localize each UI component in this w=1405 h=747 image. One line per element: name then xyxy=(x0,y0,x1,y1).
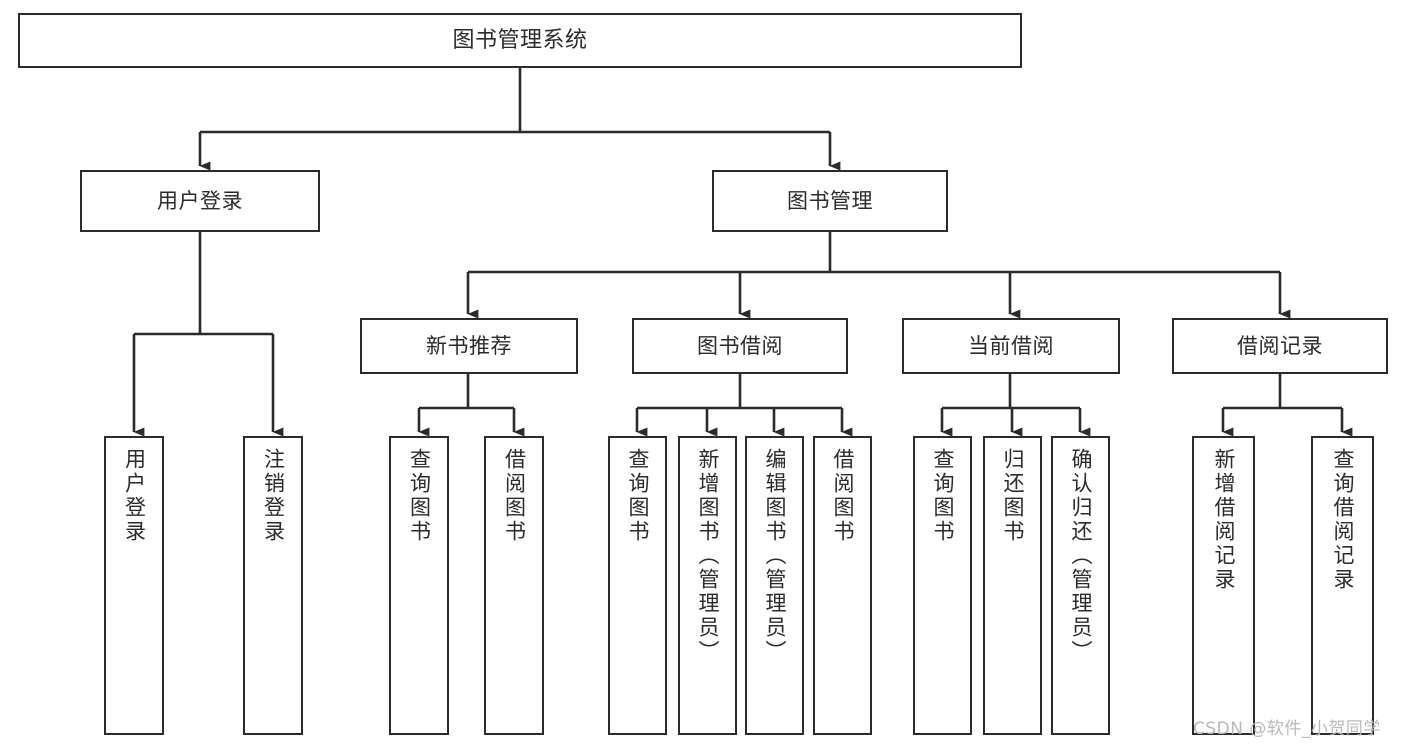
leaf-query-borrow-record-label: 查询借阅记录 xyxy=(1331,448,1355,592)
leaf-add-borrow-record[interactable]: 新增借阅记录 xyxy=(1192,436,1255,735)
leaf-edit-book-admin-label: 编辑图书（管理员） xyxy=(763,448,787,664)
leaf-query-borrow-record[interactable]: 查询借阅记录 xyxy=(1311,436,1374,735)
leaf-query-book-borrow[interactable]: 查询图书 xyxy=(608,436,667,735)
leaf-return-book[interactable]: 归还图书 xyxy=(983,436,1042,735)
leaf-borrow-book-recommend[interactable]: 借阅图书 xyxy=(484,436,544,735)
node-root-label: 图书管理系统 xyxy=(452,27,588,53)
node-book-manage[interactable]: 图书管理 xyxy=(712,170,948,232)
leaf-query-book-borrow-label: 查询图书 xyxy=(626,448,650,544)
leaf-user-login-label: 用户登录 xyxy=(122,448,147,544)
node-borrow-record[interactable]: 借阅记录 xyxy=(1172,318,1388,374)
leaf-user-login[interactable]: 用户登录 xyxy=(104,436,164,735)
leaf-add-book-admin[interactable]: 新增图书（管理员） xyxy=(678,436,737,735)
node-current-borrow-label: 当前借阅 xyxy=(968,333,1054,358)
node-book-manage-label: 图书管理 xyxy=(787,188,873,213)
node-book-borrow[interactable]: 图书借阅 xyxy=(632,318,848,374)
node-book-borrow-label: 图书借阅 xyxy=(697,333,783,358)
node-new-book-recommend[interactable]: 新书推荐 xyxy=(360,318,578,374)
leaf-add-book-admin-label: 新增图书（管理员） xyxy=(696,448,720,664)
leaf-confirm-return-admin-label: 确认归还（管理员） xyxy=(1069,448,1093,664)
leaf-query-book-recommend[interactable]: 查询图书 xyxy=(389,436,449,735)
leaf-query-book-recommend-label: 查询图书 xyxy=(407,448,432,544)
node-user-login[interactable]: 用户登录 xyxy=(80,170,320,232)
leaf-query-book-current-label: 查询图书 xyxy=(931,448,955,544)
node-user-login-label: 用户登录 xyxy=(157,188,243,213)
node-new-book-recommend-label: 新书推荐 xyxy=(426,333,512,358)
node-borrow-record-label: 借阅记录 xyxy=(1237,333,1323,358)
leaf-return-book-label: 归还图书 xyxy=(1001,448,1025,544)
leaf-edit-book-admin[interactable]: 编辑图书（管理员） xyxy=(745,436,804,735)
node-current-borrow[interactable]: 当前借阅 xyxy=(902,318,1120,374)
leaf-user-logout-label: 注销登录 xyxy=(261,448,286,544)
leaf-borrow-book-borrow[interactable]: 借阅图书 xyxy=(813,436,872,735)
leaf-add-borrow-record-label: 新增借阅记录 xyxy=(1212,448,1236,592)
leaf-user-logout[interactable]: 注销登录 xyxy=(243,436,303,735)
leaf-query-book-current[interactable]: 查询图书 xyxy=(913,436,972,735)
leaf-confirm-return-admin[interactable]: 确认归还（管理员） xyxy=(1051,436,1110,735)
node-root[interactable]: 图书管理系统 xyxy=(18,13,1022,68)
watermark: CSDN @软件_小贺同学 xyxy=(1193,719,1381,739)
leaf-borrow-book-borrow-label: 借阅图书 xyxy=(831,448,855,544)
leaf-borrow-book-recommend-label: 借阅图书 xyxy=(502,448,527,544)
